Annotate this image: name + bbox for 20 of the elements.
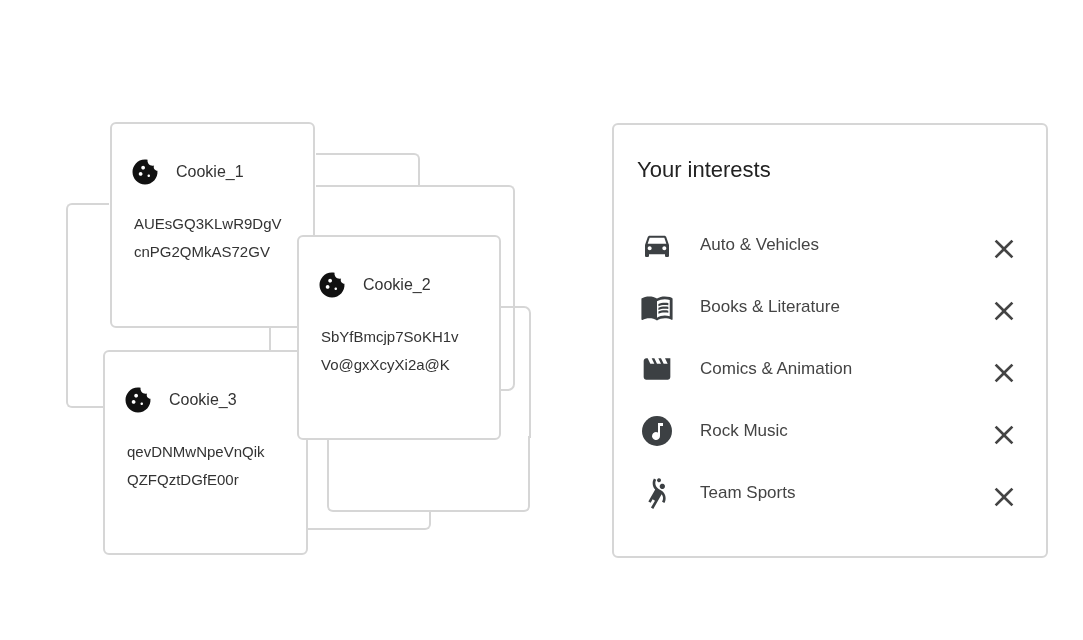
cookie-name: Cookie_1 (176, 162, 244, 182)
interest-label: Rock Music (700, 420, 788, 443)
cookie-name: Cookie_2 (363, 275, 431, 295)
interest-label: Books & Literature (700, 296, 840, 319)
interest-label: Comics & Animation (700, 358, 853, 381)
card-outline (316, 185, 515, 236)
cookie-value: SbYfBmcjp7SoKH1v Vo@gxXcyXi2a@K (321, 327, 460, 375)
interest-label: Auto & Vehicles (700, 234, 820, 257)
interests-panel (612, 123, 1048, 558)
cookie-card (103, 350, 308, 555)
panel-title: Your interests (637, 156, 771, 184)
card-outline (327, 436, 530, 512)
card-outline (316, 153, 420, 186)
cookie-name: Cookie_3 (169, 390, 237, 410)
card-outline (66, 203, 109, 408)
cookie-value: AUEsGQ3KLwR9DgV cnPG2QMkAS72GV (134, 214, 283, 262)
cookie-value: qevDNMwNpeVnQik QZFQztDGfE00r (127, 442, 266, 490)
cookie-card (297, 235, 501, 440)
interest-label: Team Sports (700, 482, 796, 505)
cookie-card (110, 122, 315, 328)
